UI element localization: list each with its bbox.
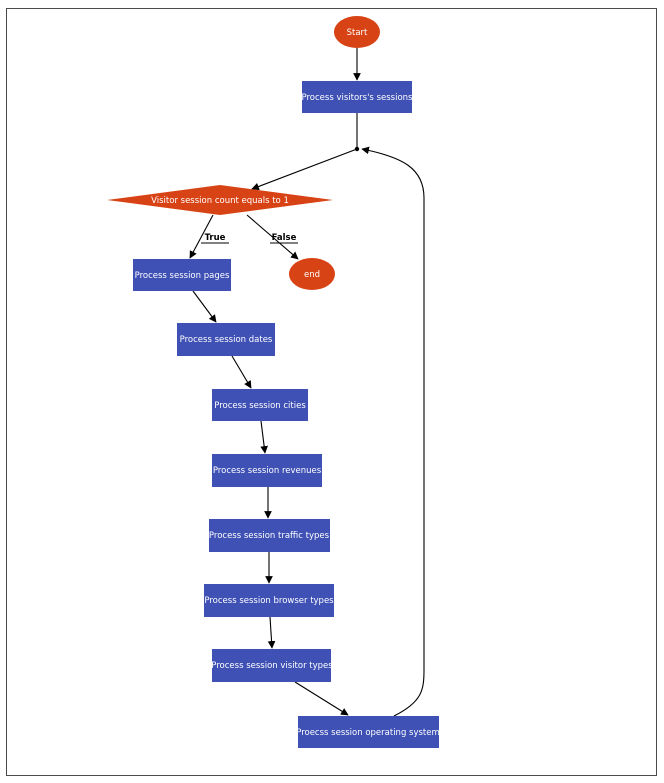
start-node-label: Start [347, 28, 368, 38]
session-pages-label: Process session pages [135, 271, 230, 281]
session-operating-system-label: Proecss session operating system [296, 728, 440, 738]
start-node: Start [334, 16, 380, 48]
edge-os-loop-back [361, 146, 425, 717]
end-node-label: end [304, 270, 320, 280]
process-visitors-sessions-label: Process visitors's sessions [302, 93, 414, 103]
nodes: Start Process visitors's sessions Visito… [107, 16, 440, 748]
edge-label-true: True [205, 233, 226, 243]
edge-dates-to-cities [231, 355, 252, 389]
session-revenues-node: Process session revenues [212, 454, 322, 487]
session-traffic-types-node: Process session traffic types [209, 519, 330, 552]
session-browser-types-label: Process session browser types [204, 596, 334, 606]
session-cities-label: Process session cities [214, 401, 306, 411]
edge-browser-to-visitor [267, 616, 276, 649]
session-operating-system-node: Proecss session operating system [296, 716, 440, 748]
session-visitor-types-node: Process session visitor types [211, 649, 333, 682]
edge-label-false: False [272, 233, 297, 243]
edge-decision-to-end [246, 214, 299, 260]
end-node: end [289, 258, 335, 290]
diagram-frame [6, 8, 657, 776]
session-dates-node: Process session dates [177, 323, 275, 356]
session-cities-node: Process session cities [212, 389, 308, 421]
decision-node: Visitor session count equals to 1 [107, 185, 333, 215]
session-pages-node: Process session pages [133, 259, 231, 291]
session-browser-types-node: Process session browser types [204, 584, 334, 617]
edge-labels: True False [201, 233, 298, 244]
edge-merge-to-decision [251, 148, 358, 191]
edge-decision-to-pages [189, 214, 214, 259]
session-revenues-label: Process session revenues [213, 466, 322, 476]
edge-visitor-to-os [294, 681, 349, 716]
decision-node-label: Visitor session count equals to 1 [151, 196, 289, 206]
merge-point [354, 146, 360, 152]
edges [189, 48, 425, 717]
session-traffic-types-label: Process session traffic types [209, 531, 330, 541]
edge-cities-to-revenues [260, 420, 268, 454]
session-dates-label: Process session dates [180, 335, 273, 345]
process-visitors-sessions-node: Process visitors's sessions [302, 81, 414, 113]
edge-pages-to-dates [192, 290, 217, 323]
session-visitor-types-label: Process session visitor types [211, 661, 333, 671]
